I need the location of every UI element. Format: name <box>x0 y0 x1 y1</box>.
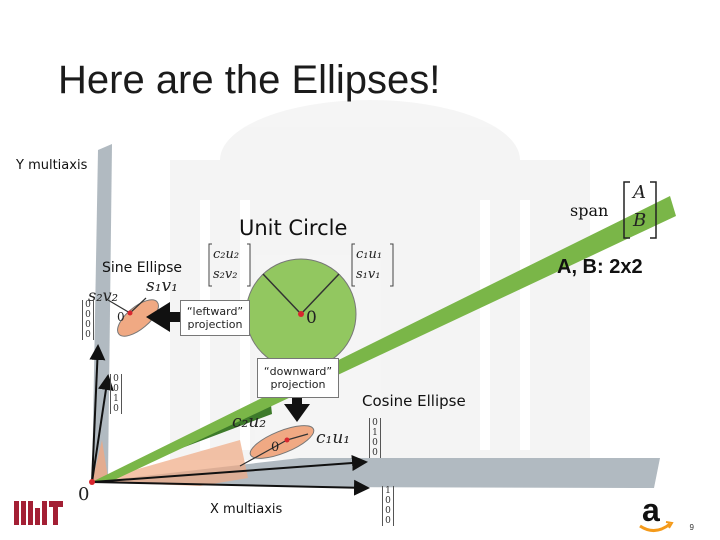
downward-line-2: projection <box>270 378 326 391</box>
matrix-left-bracket <box>208 243 251 287</box>
mit-logo <box>14 501 63 525</box>
cosine-vector-right <box>286 433 309 441</box>
x-axis-plane <box>92 458 660 488</box>
y-axis-arrow <box>89 344 106 483</box>
cosine-zero-label: 0 <box>271 440 280 455</box>
s1v1-label: s₁v₁ <box>146 276 178 296</box>
cosine-center-point <box>284 437 290 443</box>
sine-vector-up <box>107 299 131 314</box>
unit-circle-label: Unit Circle <box>239 216 348 240</box>
vec-entry: 0 <box>385 506 391 516</box>
page-number: 9 <box>689 523 694 532</box>
circle-vector-left <box>262 273 302 315</box>
origin-zero-label: 0 <box>78 484 90 505</box>
orange-plane-left <box>92 440 108 482</box>
cosine-ellipse-label: Cosine Ellipse <box>362 392 466 410</box>
matrix-left: c₂u₂ s₂v₂ <box>213 245 239 285</box>
vec-entry: 1 <box>372 428 378 438</box>
span-bracket <box>623 181 657 239</box>
sine-ellipse-label: Sine Ellipse <box>102 260 183 276</box>
sine-ellipse-shape <box>117 299 159 337</box>
orange-plane-bottom <box>92 440 248 486</box>
circle-vector-right <box>300 273 340 315</box>
vector-y-left: 0 0 0 0 <box>82 300 94 340</box>
matrix-left-row-1: c₂u₂ <box>213 247 240 262</box>
amazon-logo: a <box>642 492 660 528</box>
vector-x-mid: 0 1 0 0 <box>369 418 381 458</box>
vec-entry: 0 <box>85 300 91 310</box>
x-axis-label: X multiaxis <box>210 502 283 517</box>
cosine-vector-left <box>239 439 288 467</box>
vec-entry: 0 <box>113 404 119 414</box>
leftward-projection-box: “leftward” projection <box>180 300 250 336</box>
vec-entry: 0 <box>85 320 91 330</box>
c1u1-label: c₁u₁ <box>316 428 351 448</box>
y-axis-label: Y multiaxis <box>16 158 88 173</box>
matrix-right-bracket <box>351 243 394 287</box>
circle-center-point <box>298 311 304 317</box>
vec-entry: 0 <box>113 384 119 394</box>
vec-entry: 0 <box>385 516 391 526</box>
matrix-right: c₁u₁ s₁v₁ <box>356 245 382 285</box>
leftward-line-2: projection <box>187 318 243 331</box>
downward-line-1: “downward” <box>263 365 333 378</box>
matrix-right-row-2: s₁v₁ <box>356 267 381 282</box>
matrix-right-row-1: c₁u₁ <box>356 247 383 262</box>
s2v2-label: s₂v₂ <box>88 286 119 305</box>
sine-zero-label: 0 <box>117 310 125 324</box>
span-a: A <box>633 182 646 203</box>
y-axis-plane <box>92 144 112 482</box>
vec-entry: 1 <box>385 486 391 496</box>
vec-entry: 0 <box>372 418 378 428</box>
downward-arrow-icon <box>284 398 310 422</box>
downward-projection-box: “downward” projection <box>257 358 339 398</box>
vec-entry: 0 <box>385 496 391 506</box>
leftward-line-1: “leftward” <box>186 305 244 318</box>
matrix-left-row-2: s₂v₂ <box>213 267 238 282</box>
vec-entry: 0 <box>85 330 91 340</box>
vec-entry: 0 <box>85 310 91 320</box>
span-b: B <box>633 210 647 231</box>
circle-zero-label: 0 <box>306 308 317 328</box>
span-word: span <box>570 201 609 220</box>
x-axis-arrow <box>91 455 368 483</box>
y-axis-arrow-2 <box>91 374 114 483</box>
vec-entry: 0 <box>113 374 119 384</box>
slide-title: Here are the Ellipses! <box>58 58 441 102</box>
origin-point <box>89 479 95 485</box>
vec-entry: 0 <box>372 438 378 448</box>
vector-y-mid: 0 0 1 0 <box>110 374 122 414</box>
vec-entry: 0 <box>372 448 378 458</box>
cosine-ellipse-shape <box>249 425 315 459</box>
vector-x-right: 1 0 0 0 <box>382 486 394 526</box>
green-plane-light <box>92 196 676 482</box>
c2u2-label: c₂u₂ <box>232 412 267 432</box>
amazon-smile-icon <box>639 522 671 532</box>
vec-entry: 1 <box>113 394 119 404</box>
sine-vector-down <box>129 297 147 314</box>
sine-center-point <box>127 310 133 316</box>
x-axis-arrow-2 <box>91 479 370 496</box>
leftward-arrow-icon <box>146 302 183 332</box>
matrix-size-label: A, B: 2x2 <box>557 256 643 278</box>
